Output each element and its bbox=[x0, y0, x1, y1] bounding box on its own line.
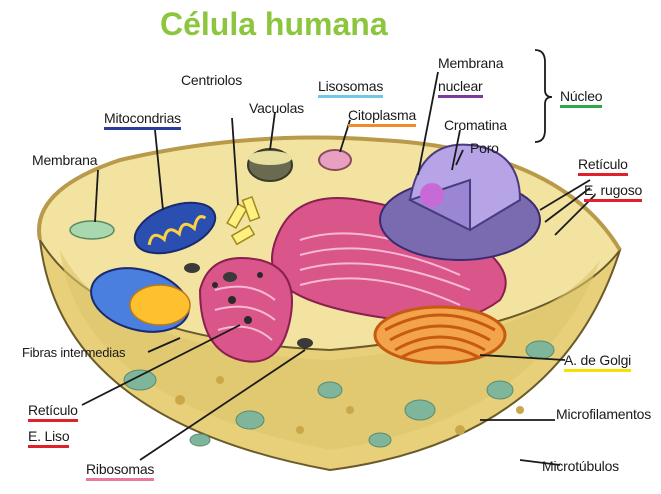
label-poro: Poro bbox=[470, 140, 499, 156]
label-membrana: Membrana bbox=[32, 152, 97, 168]
label-citoplasma: Citoplasma bbox=[348, 107, 416, 127]
label-golgi: A. de Golgi bbox=[564, 352, 631, 372]
label-microfilamentos: Microfilamentos bbox=[556, 406, 651, 422]
membrane-vesicle bbox=[70, 221, 114, 239]
label-vacuolas: Vacuolas bbox=[249, 100, 304, 116]
label-microtubulos: Microtúbulos bbox=[542, 458, 619, 474]
label-reticulo-rugoso-line1: Retículo bbox=[578, 156, 628, 176]
label-membrana-nuclear-line1: Membrana bbox=[438, 55, 503, 71]
label-reticulo-liso-line2: E. Liso bbox=[28, 428, 69, 448]
diagram-title: Célula humana bbox=[160, 6, 388, 43]
label-nucleo: Núcleo bbox=[560, 88, 602, 108]
label-lisosomas: Lisosomas bbox=[318, 78, 383, 98]
label-fibras-intermedias: Fibras intermedias bbox=[22, 345, 125, 361]
label-reticulo-rugoso-line2: E. rugoso bbox=[584, 182, 642, 202]
label-cromatina: Cromatina bbox=[444, 117, 507, 133]
label-mitocondrias: Mitocondrias bbox=[104, 110, 181, 130]
label-centriolos: Centriolos bbox=[181, 72, 242, 88]
label-reticulo-liso-line1: Retículo bbox=[28, 402, 78, 422]
label-membrana-nuclear-line2: nuclear bbox=[438, 78, 483, 98]
lysosome bbox=[319, 150, 351, 170]
label-ribosomas: Ribosomas bbox=[86, 461, 154, 481]
